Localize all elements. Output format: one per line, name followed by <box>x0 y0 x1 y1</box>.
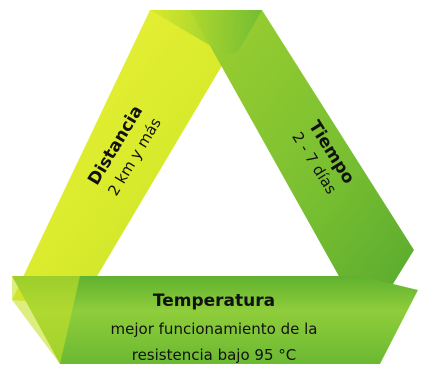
segment-bottom-temperatura <box>12 276 418 364</box>
segment-top-fold <box>150 10 262 55</box>
label-temperatura-subtitle-line2: resistencia bajo 95 °C <box>132 346 297 364</box>
segment-left-distancia <box>12 10 255 305</box>
label-temperatura-title: Temperatura <box>153 291 275 311</box>
label-temperatura-subtitle-line1: mejor funcionamiento de la <box>111 320 318 338</box>
segment-right-tiempo <box>190 10 414 305</box>
segment-left-fold <box>12 276 80 364</box>
